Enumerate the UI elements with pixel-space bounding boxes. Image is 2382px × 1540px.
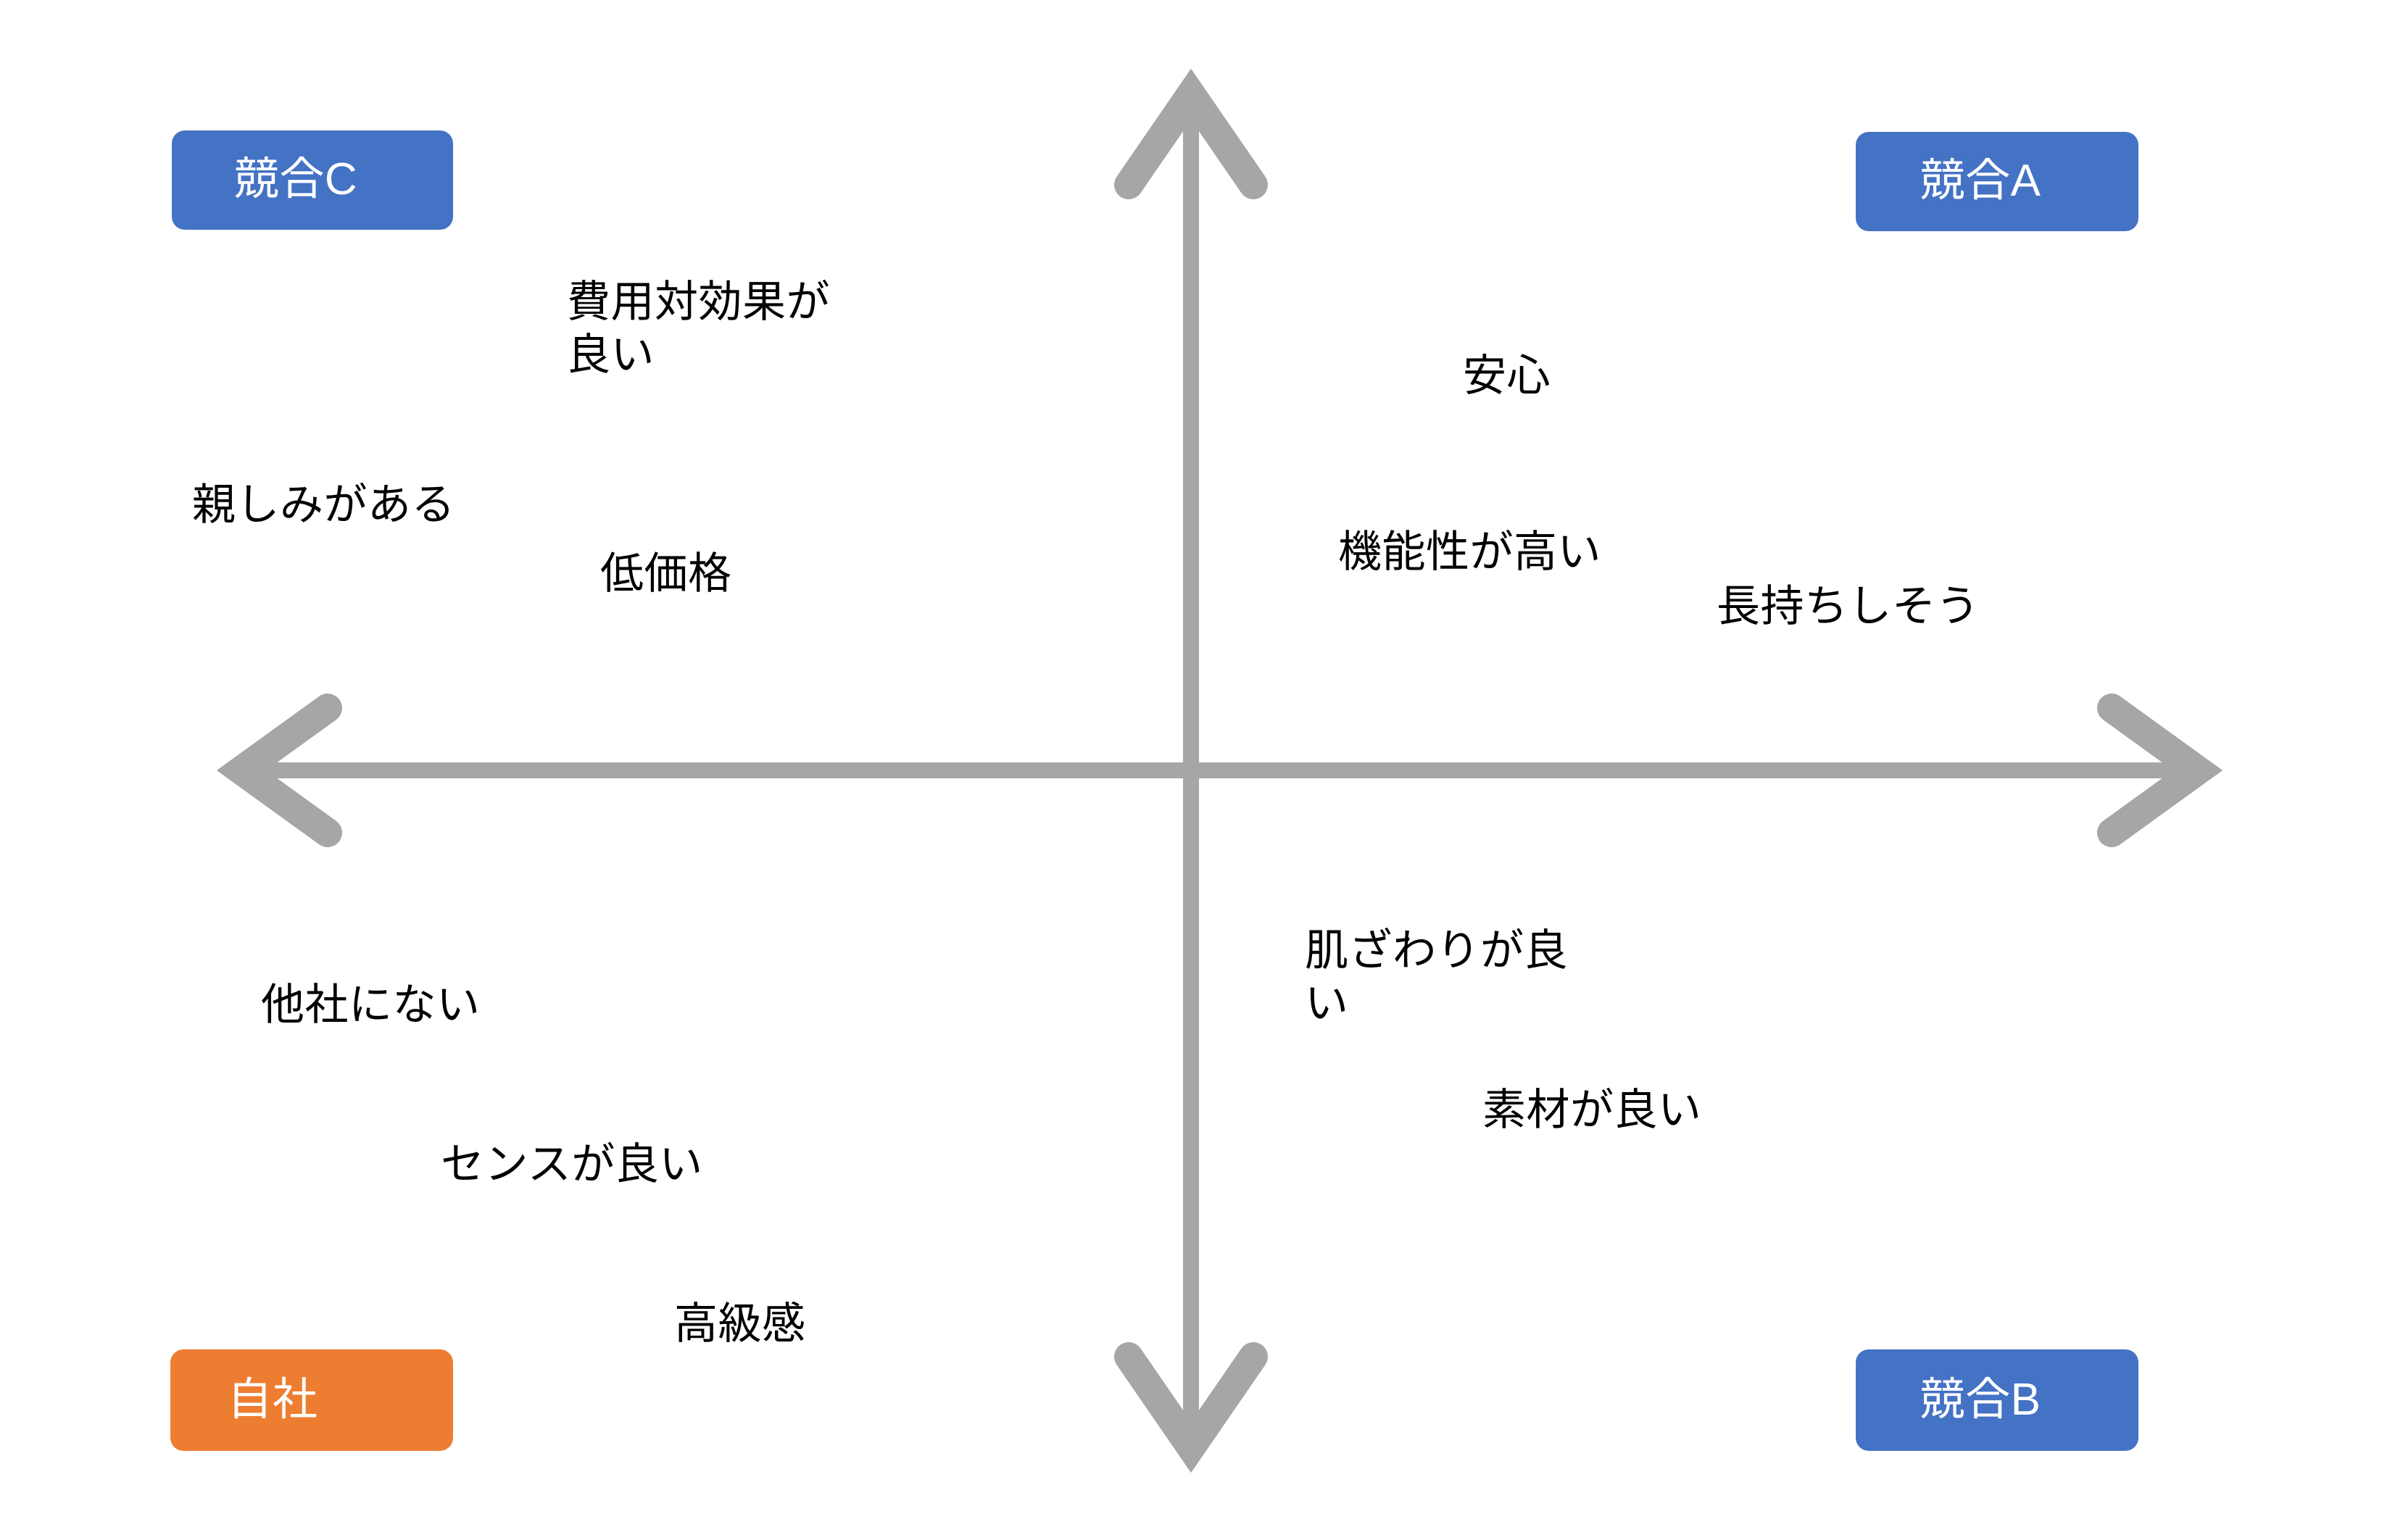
attribute-label-long-lasting: 長持ちしそう [1717,582,1980,630]
brand-box-competitor-c[interactable]: 競合C [172,130,453,230]
attribute-label-cost-performance: 費用対効果が 良い [567,278,830,380]
attribute-label-low-price: 低価格 [600,549,732,598]
brand-box-competitor-a[interactable]: 競合A [1856,132,2138,231]
brand-box-company-self[interactable]: 自社 [170,1349,453,1451]
brand-box-label: 自社 [227,1374,318,1425]
axis-arrowhead-left-icon [216,694,342,847]
brand-box-label: 競合C [233,154,358,205]
attribute-label-high-functionality: 機能性が高い [1338,528,1601,576]
axis-arrowhead-down-icon [1114,1342,1268,1473]
attribute-label-familiarity: 親しみがある [192,480,455,529]
brand-box-label: 競合B [1920,1374,2041,1425]
attribute-label-good-texture: 肌ざわりが良 い [1305,926,1568,1028]
attribute-label-no-other-company: 他社にない [261,981,481,1029]
brand-box-competitor-b[interactable]: 競合B [1856,1349,2138,1451]
attribute-label-premium-feel: 高級感 [674,1299,806,1348]
axis-arrowhead-right-icon [2097,694,2223,847]
axis-arrowhead-up-icon [1114,68,1268,199]
attribute-label-reassurance: 安心 [1463,351,1551,400]
attribute-label-good-material: 素材が良い [1482,1086,1702,1134]
attribute-label-good-sense: センスが良い [441,1140,703,1189]
brand-box-label: 競合A [1920,156,2041,207]
